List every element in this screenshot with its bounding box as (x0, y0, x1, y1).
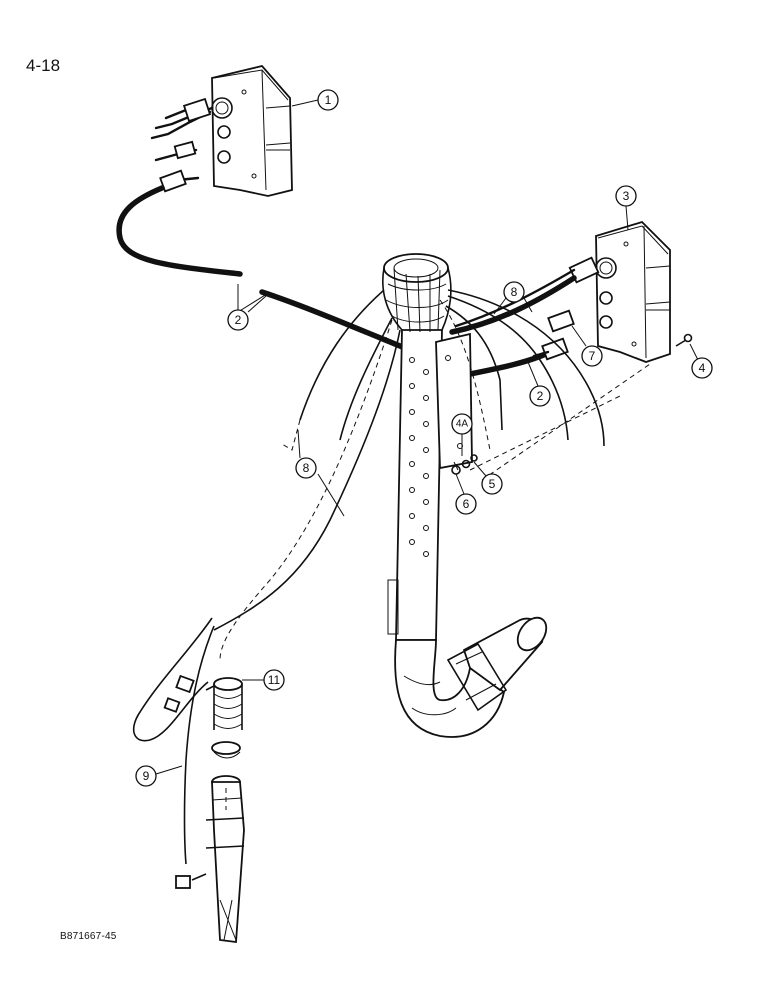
lower-seed-tube (205, 775, 245, 944)
svg-text:8: 8 (303, 461, 310, 475)
wires-8 (213, 289, 651, 661)
svg-text:11: 11 (268, 673, 281, 687)
svg-text:3: 3 (623, 189, 630, 203)
svg-text:8: 8 (511, 285, 518, 299)
page-number: 4-18 (26, 56, 61, 75)
control-module-1 (211, 64, 293, 197)
hose-11 (205, 677, 243, 759)
svg-text:6: 6 (463, 497, 470, 511)
harness-bundle-module-1 (150, 97, 214, 162)
callout-8-upper: 8 (493, 281, 533, 315)
callout-3: 3 (615, 185, 637, 231)
callout-4a: 4A (451, 413, 473, 456)
svg-text:9: 9 (143, 769, 150, 783)
svg-text:5: 5 (489, 477, 496, 491)
callout-11: 11 (242, 669, 285, 691)
callout-8-lower: 8 (295, 429, 345, 517)
svg-text:4: 4 (699, 361, 706, 375)
svg-text:2: 2 (537, 389, 544, 403)
callout-1: 1 (291, 89, 339, 111)
svg-text:2: 2 (235, 313, 242, 327)
svg-text:4A: 4A (456, 419, 469, 430)
drawing-code: B871667-45 (60, 931, 117, 942)
sensor-harness-9 (132, 617, 215, 889)
svg-text:7: 7 (589, 349, 596, 363)
svg-text:1: 1 (325, 93, 332, 107)
callout-6: 6 (455, 473, 477, 515)
callout-9: 9 (135, 765, 183, 787)
callout-5: 5 (473, 461, 503, 495)
control-module-3 (595, 220, 671, 363)
callout-2a: 2 (227, 284, 271, 331)
mounting-bracket (435, 332, 478, 475)
callout-4: 4 (689, 343, 713, 379)
callout-7: 7 (571, 325, 603, 367)
callout-2c: 2 (527, 361, 551, 407)
callout-2b: 2 (247, 295, 267, 313)
connectors-module-3 (449, 256, 600, 361)
seed-tube-post (382, 253, 548, 738)
bolt-4 (675, 333, 693, 347)
